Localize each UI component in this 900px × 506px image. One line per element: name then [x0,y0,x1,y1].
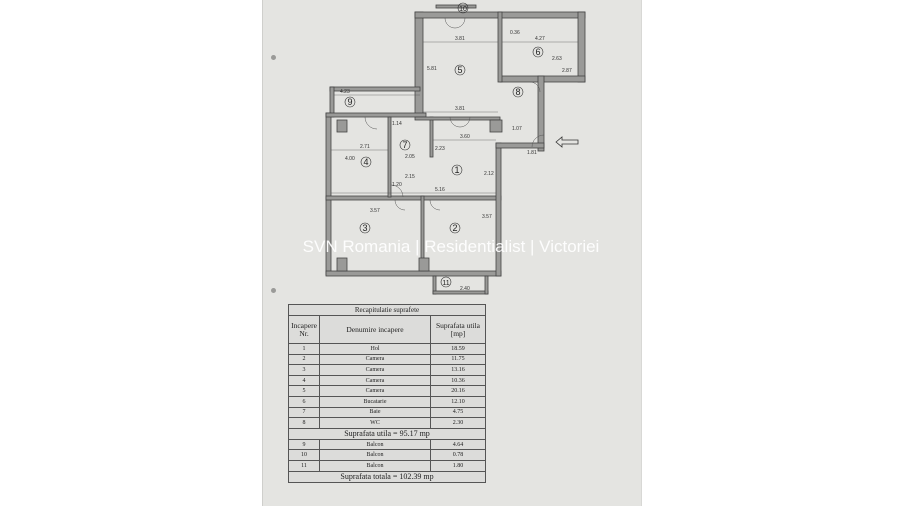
cell-area: 13.16 [430,364,486,376]
cell-area: 4.64 [430,438,486,451]
cell-name: Baie [319,406,431,419]
dimension-label: 2.87 [562,68,572,74]
dimension-label: 2.40 [460,286,470,292]
dimension-label: 5.81 [427,66,437,72]
cell-area: 11.75 [430,353,486,366]
room-number: 11 [442,280,449,287]
room-number: 4 [363,157,368,167]
cell-name: Camera [319,374,431,387]
dimension-label: 2.05 [405,154,415,160]
dimension-label: 2.71 [360,144,370,150]
dimension-labels: 3.81 4.27 5.81 3.81 4.23 3.60 5.16 2.71 … [340,30,572,292]
dimension-label: 2.23 [435,146,445,152]
cell-name: Balcon [319,438,431,451]
cell-name: Balcon [319,459,431,472]
area-summary-table: Recapitulatie suprafete Incapere Nr. Den… [288,304,486,483]
cell-nr: 4 [288,374,320,387]
cell-area: 18.59 [430,343,486,355]
cell-nr: 3 [288,364,320,376]
dimension-label: 4.27 [535,36,545,42]
cell-name: Camera [319,385,431,397]
dimension-lines [331,41,578,194]
total-row: Suprafata totala = 102.39 mp [288,470,486,483]
cell-name: Balcon [319,449,431,461]
dimension-label: 3.57 [482,214,492,220]
room-number: 1 [454,165,459,175]
dimension-label: 3.81 [455,36,465,42]
cell-nr: 2 [288,353,320,366]
punch-hole [271,55,276,60]
cell-name: Camera [319,353,431,366]
room-number: 8 [515,87,520,97]
arrow-left-icon [555,136,579,148]
room-number: 2 [452,223,457,233]
dimension-label: 1.14 [392,121,402,127]
cell-name: Hol [319,343,431,355]
table-title: Recapitulatie suprafete [288,304,486,316]
cell-area: 10.36 [430,374,486,387]
dimension-label: 5.16 [435,187,445,193]
cell-nr: 10 [288,449,320,461]
dimension-label: 1.20 [392,182,402,188]
cell-area: 20.16 [430,385,486,397]
cell-nr: 7 [288,406,320,419]
dimension-label: 2.15 [405,174,415,180]
cell-nr: 6 [288,395,320,408]
room-numbers: 1 2 3 4 5 6 7 8 9 10 11 [347,6,540,287]
room-number: 6 [535,47,540,57]
cell-area: 4.75 [430,406,486,419]
dimension-label: 1.07 [512,126,522,132]
cell-nr: 11 [288,459,320,472]
column-header: Suprafata utila [mp] [430,315,486,344]
door-swings [364,17,545,211]
cell-area: 2.30 [430,417,486,429]
room-number: 7 [402,140,407,150]
dimension-label: 3.57 [370,208,380,214]
dimension-label: 1.81 [527,150,537,156]
room-number: 9 [347,97,352,107]
dimension-label: 2.63 [552,56,562,62]
cell-name: Bucatarie [319,395,431,408]
room-number-circles [344,2,544,288]
cell-nr: 8 [288,417,320,429]
cell-area: 0.78 [430,449,486,461]
subtotal-row: Suprafata utila = 95.17 mp [288,427,486,440]
punch-hole [271,288,276,293]
cell-area: 1.80 [430,459,486,472]
dimension-label: 4.00 [345,156,355,162]
column-header: Denumire incapere [319,315,431,344]
cell-area: 12.10 [430,395,486,408]
dimension-label: 4.23 [340,89,350,95]
cell-nr: 1 [288,343,320,355]
dimension-label: 0.36 [510,30,520,36]
room-number: 5 [457,65,462,75]
room-number: 10 [459,6,467,13]
column-header: Incapere Nr. [288,315,320,344]
watermark-text: SVN Romania | Residentialist | Victoriei [302,237,600,256]
cell-nr: 9 [288,438,320,451]
cell-name: Camera [319,364,431,376]
cell-nr: 5 [288,385,320,397]
dimension-label: 2.12 [484,171,494,177]
walls [325,4,586,295]
room-number: 3 [362,223,367,233]
dimension-label: 3.81 [455,106,465,112]
dimension-label: 3.60 [460,134,470,140]
cell-name: WC [319,417,431,429]
